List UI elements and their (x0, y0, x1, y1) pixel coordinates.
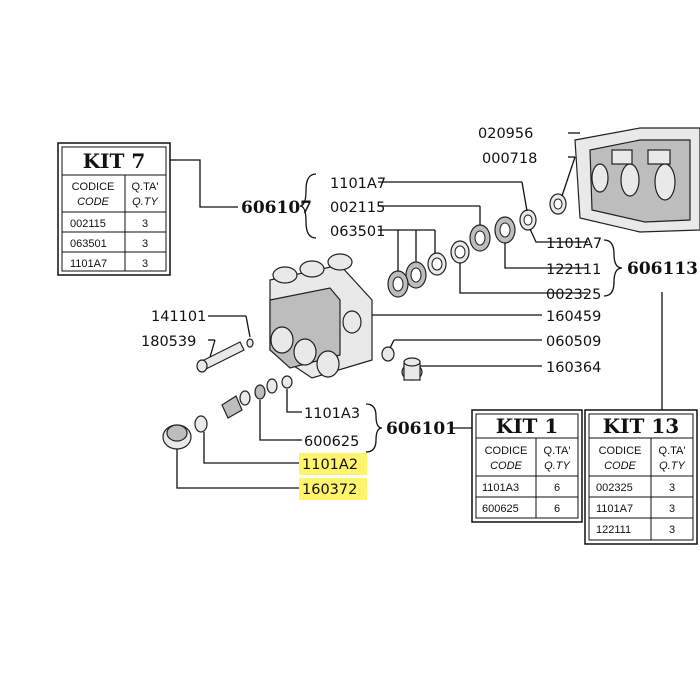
kit13-row-qty: 3 (669, 482, 675, 494)
kit13-row-code: 002325 (596, 482, 633, 494)
kit1-title: KIT 1 (496, 414, 559, 438)
kit7-head-qty: Q.TA' (132, 181, 159, 193)
label-160459: 160459 (546, 309, 601, 325)
bolt-part (196, 338, 254, 373)
crankcase-part (574, 127, 700, 233)
label-600625: 600625 (304, 434, 359, 450)
kit7-row-code: 002115 (70, 218, 106, 230)
kit7-row-code: 063501 (70, 238, 107, 250)
kit7-head-code-en: CODE (77, 196, 109, 208)
kit7-row-code: 1101A7 (70, 258, 107, 270)
label-1101a3: 1101A3 (304, 406, 360, 422)
highlight-160372 (299, 478, 367, 500)
leader-lines (170, 132, 663, 489)
kit7-row-qty: 3 (142, 218, 148, 230)
kit13-row-qty: 3 (669, 503, 675, 515)
kit13-head-qty-en: Q.TY (659, 460, 685, 472)
plug-part (401, 357, 423, 381)
kit1-table: KIT 1 CODICE CODE Q.TA' Q.TY 1101A3 6 60… (471, 409, 583, 523)
label-180539: 180539 (141, 334, 196, 350)
assembly-606101: 606101 (386, 419, 457, 439)
valve-assembly-part (221, 375, 293, 419)
bottom-plug-part (162, 424, 192, 450)
kit7-row-qty: 3 (142, 258, 148, 270)
label-122111: 122111 (546, 262, 601, 278)
label-160372: 160372 (302, 482, 357, 498)
kit1-head-qty: Q.TA' (544, 445, 571, 457)
kit7-title: KIT 7 (83, 149, 146, 173)
label-160364: 160364 (546, 360, 601, 376)
kit1-head-code-en: CODE (490, 460, 522, 472)
kit1-row-code: 1101A3 (482, 482, 519, 494)
label-1101a7-a: 1101A7 (330, 176, 386, 192)
kit7-head-code: CODICE (72, 181, 115, 193)
kit1-head-qty-en: Q.TY (544, 460, 570, 472)
kit1-row-qty: 6 (554, 482, 560, 494)
label-1101a2: 1101A2 (302, 457, 358, 473)
kit13-head-code-en: CODE (604, 460, 636, 472)
kit1-row-qty: 6 (554, 503, 560, 515)
kit13-row-qty: 3 (669, 524, 675, 536)
label-141101: 141101 (151, 309, 206, 325)
kit13-head-code: CODICE (599, 445, 642, 457)
assembly-606113: 606113 (627, 259, 698, 279)
label-002325: 002325 (546, 287, 601, 303)
assembly-606107: 606107 (241, 198, 312, 218)
label-060509: 060509 (546, 334, 601, 350)
pump-drawing (162, 127, 700, 450)
kit13-head-qty: Q.TA' (659, 445, 686, 457)
kit7-head-qty-en: Q.TY (132, 196, 158, 208)
label-002115: 002115 (330, 200, 385, 216)
label-063501: 063501 (330, 224, 385, 240)
kit13-title: KIT 13 (603, 414, 679, 438)
manifold-head-part (269, 253, 373, 379)
label-000718: 000718 (482, 151, 537, 167)
kit1-row-code: 600625 (482, 503, 519, 515)
label-1101a7-b: 1101A7 (546, 236, 602, 252)
bottom-o-ring-part (194, 415, 208, 433)
kit7-row-qty: 3 (142, 238, 148, 250)
kit1-head-code: CODICE (485, 445, 528, 457)
o-ring-part (381, 346, 395, 362)
kit13-row-code: 1101A7 (596, 503, 633, 515)
kit13-table: KIT 13 CODICE CODE Q.TA' Q.TY 002325 3 1… (584, 409, 698, 545)
kit13-row-code: 122111 (596, 524, 631, 536)
seal-stack (387, 209, 537, 298)
highlight-1101a2 (299, 453, 367, 475)
kit7-table: KIT 7 CODICE CODE Q.TA' Q.TY 002115 3 06… (57, 142, 171, 276)
label-020956: 020956 (478, 126, 533, 142)
